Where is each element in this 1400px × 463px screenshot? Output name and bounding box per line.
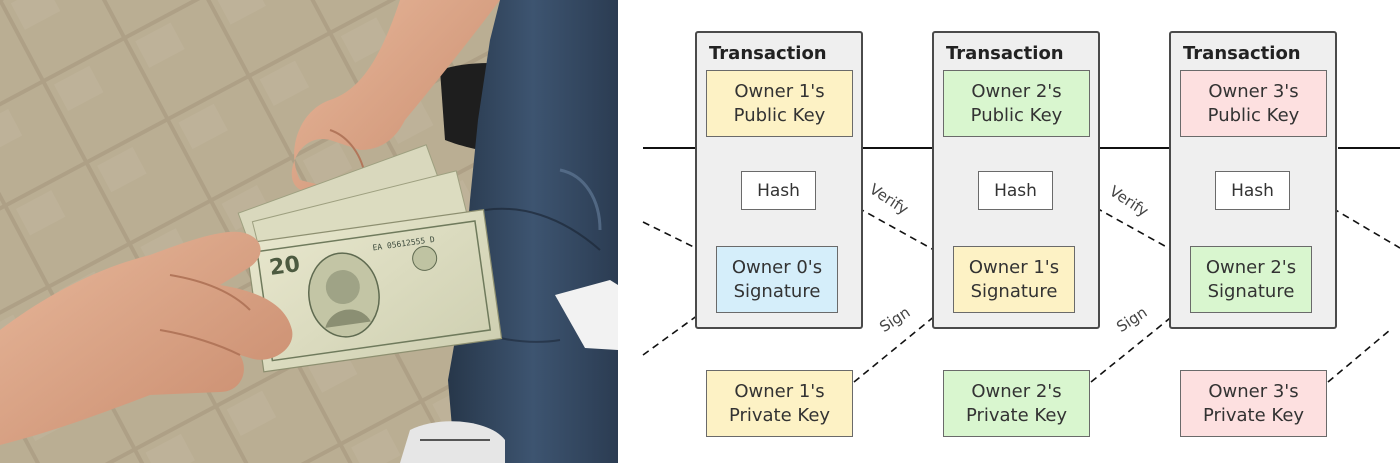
transaction-title: Transaction	[1183, 43, 1301, 64]
private-key-label: Private Key	[1202, 404, 1305, 426]
hash-box-2: Hash	[978, 171, 1053, 210]
public-key-box-3: Owner 3's Public Key	[1180, 70, 1327, 137]
cash-bills: 20 EA 05612555 D	[237, 144, 503, 373]
private-key-label: Private Key	[728, 404, 831, 426]
hash-box-1: Hash	[741, 171, 816, 210]
private-key-box-2: Owner 2's Private Key	[943, 370, 1090, 437]
public-key-label: Public Key	[1207, 104, 1300, 126]
private-key-owner: Owner 1's	[734, 380, 825, 402]
private-key-owner: Owner 2's	[971, 380, 1062, 402]
signature-owner: Owner 1's	[968, 256, 1060, 278]
sneaker	[400, 421, 505, 463]
public-key-label: Public Key	[970, 104, 1063, 126]
public-key-box-2: Owner 2's Public Key	[943, 70, 1090, 137]
signature-owner: Owner 2's	[1205, 256, 1297, 278]
public-key-box-1: Owner 1's Public Key	[706, 70, 853, 137]
transaction-chain-diagram: Transaction Owner 1's Public Key Hash Ow…	[618, 0, 1400, 463]
private-key-label: Private Key	[965, 404, 1068, 426]
receipt-paper	[555, 280, 618, 350]
hash-label: Hash	[757, 180, 800, 201]
bill-denomination: 20	[268, 252, 302, 281]
verify-dashed-lines	[642, 137, 1400, 261]
transaction-title: Transaction	[709, 43, 827, 64]
jeans	[448, 0, 618, 463]
signature-box-2: Owner 1's Signature	[953, 246, 1075, 313]
private-key-box-1: Owner 1's Private Key	[706, 370, 853, 437]
private-key-box-3: Owner 3's Private Key	[1180, 370, 1327, 437]
hash-box-3: Hash	[1215, 171, 1290, 210]
private-key-owner: Owner 3's	[1208, 380, 1299, 402]
public-key-label: Public Key	[733, 104, 826, 126]
transaction-title: Transaction	[946, 43, 1064, 64]
signature-owner: Owner 0's	[731, 256, 823, 278]
public-key-owner: Owner 2's	[971, 80, 1062, 102]
hash-label: Hash	[994, 180, 1037, 201]
cash-handoff-photo: 20 EA 05612555 D	[0, 0, 618, 463]
signature-label: Signature	[1207, 280, 1295, 302]
signature-box-3: Owner 2's Signature	[1190, 246, 1312, 313]
public-key-owner: Owner 3's	[1208, 80, 1299, 102]
public-key-owner: Owner 1's	[734, 80, 825, 102]
hash-label: Hash	[1231, 180, 1274, 201]
signature-label: Signature	[970, 280, 1058, 302]
signature-box-1: Owner 0's Signature	[716, 246, 838, 313]
signature-label: Signature	[733, 280, 821, 302]
receiving-hand	[0, 231, 293, 445]
